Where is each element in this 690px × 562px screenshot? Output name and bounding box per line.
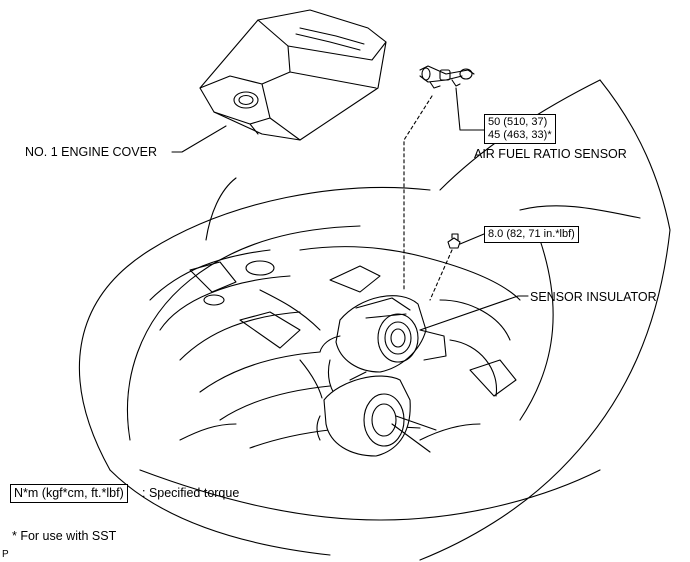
engine-compartment-detail [149, 246, 521, 449]
insulator-torque-box: 8.0 (82, 71 in.*lbf) [484, 226, 579, 243]
sensor-torque-leader [455, 87, 485, 131]
sensor-torque-line1: 50 (510, 37) [488, 116, 548, 128]
sensor-torque-line2: 45 (463, 33)* [488, 129, 552, 141]
catalytic-converter-drawing [316, 371, 437, 457]
torque-unit-legend-box: N*m (kgf*cm, ft.*lbf) [10, 484, 128, 503]
engine-cover-label: NO. 1 ENGINE COVER [25, 145, 157, 159]
bolt-torque-leader [459, 233, 485, 245]
sensor-insulator-label: SENSOR INSULATOR [530, 290, 657, 304]
insulator-bolt-drawing [447, 233, 461, 249]
corner-mark: P [2, 549, 9, 560]
sensor-install-path [403, 95, 433, 291]
vehicle-body-outline [78, 79, 671, 561]
bolt-install-path [429, 249, 453, 301]
engine-cover-leader [171, 125, 227, 153]
sensor-insulator-leader [419, 295, 529, 331]
air-fuel-ratio-sensor-label: AIR FUEL RATIO SENSOR [474, 147, 627, 161]
torque-legend-meaning: : Specified torque [142, 486, 240, 500]
engine-cover-drawing [199, 9, 387, 141]
insulator-torque-value: 8.0 (82, 71 in.*lbf) [488, 228, 575, 240]
exhaust-manifold-drawing [319, 295, 447, 401]
sst-footnote: * For use with SST [12, 529, 117, 543]
air-fuel-ratio-sensor-drawing [419, 65, 475, 89]
sensor-torque-box: 50 (510, 37) 45 (463, 33)* [484, 114, 556, 144]
